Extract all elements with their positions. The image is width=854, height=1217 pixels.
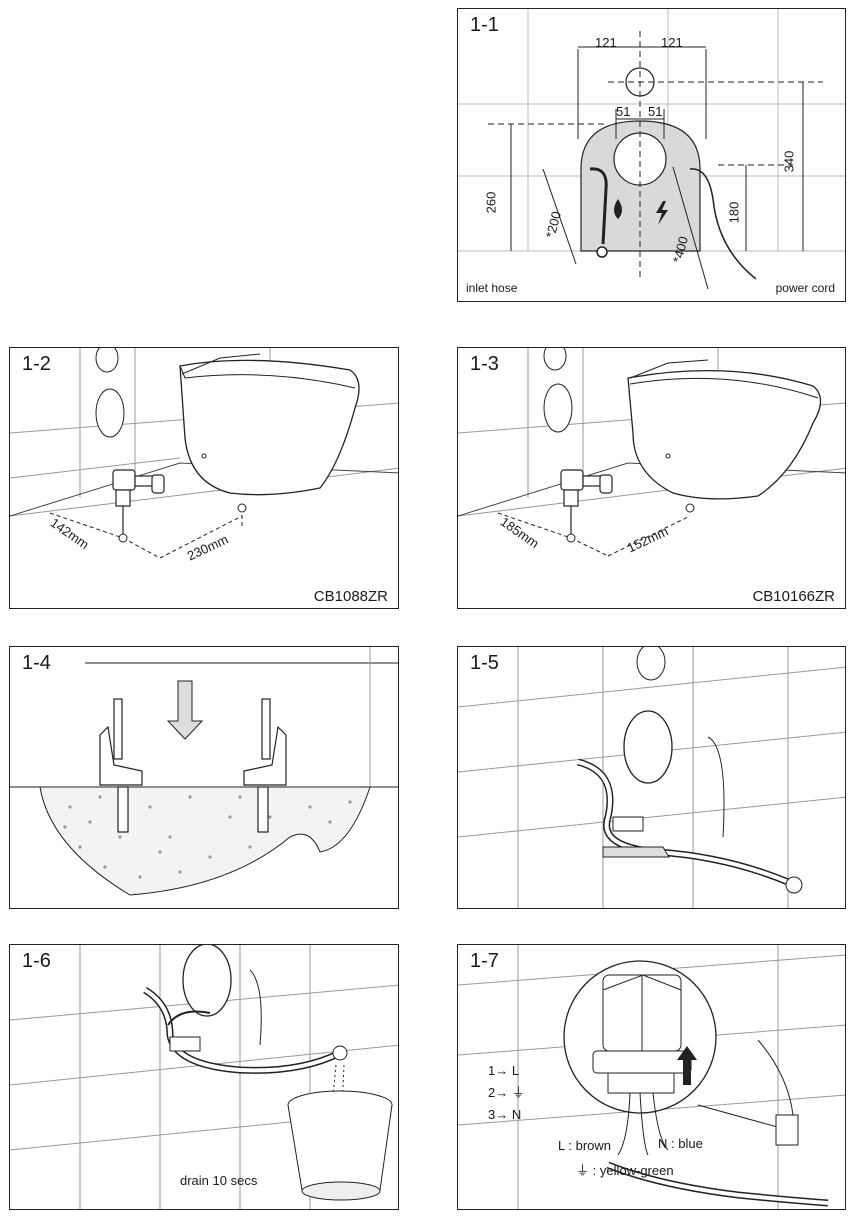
step-number: 1-5 [467,651,502,675]
l-brown-label: L : brown [558,1138,611,1153]
power-cord-label: power cord [775,281,835,295]
n-blue-label: N : blue [658,1136,703,1151]
dim-51-left: 51 [616,104,631,119]
step-number: 1-4 [19,651,54,675]
step-number: 1-6 [19,949,54,973]
power-bolt-icon [656,201,668,225]
wiring-connector-drawing [458,945,845,1209]
panel-1-3-drill: 1-3 185mm 152mm CB10166ZR [457,347,846,609]
up-arrow-icon [677,1046,697,1085]
bracket-anchor-drawing [10,647,398,896]
water-drop-icon [614,199,622,219]
drain-caption: drain 10 secs [180,1173,258,1188]
step-number: 1-1 [467,13,502,37]
panel-1-2-drill: 1-2 142mm 230mm CB1088ZR [9,347,399,609]
model-number: CB10166ZR [752,588,835,605]
dim-121-right: 121 [661,35,683,50]
panel-1-1-dimensions: 1-1 121 121 51 51 260 340 180 *200 *400 … [457,8,846,302]
drill-toilet-drawing [10,348,398,559]
curved-arrow-icon [167,1010,211,1026]
ground-label: ⏚ : yellow-green [576,1163,674,1178]
dim-260: 260 [483,191,499,214]
dim-340: 340 [781,150,797,173]
step-number: 1-2 [19,352,54,376]
hose-connection-drawing [458,647,845,908]
panel-1-7-wiring: 1-7 1→ L 2→ ⏚ 3→ N L : brown N : blue ⏚ … [457,944,846,1210]
dim-121-left: 121 [595,35,617,50]
model-number: CB1088ZR [313,588,388,605]
drain-hose-drawing [10,945,398,1209]
dim-180: 180 [726,201,742,224]
step-number: 1-7 [467,949,502,973]
inlet-hose-label: inlet hose [466,281,518,295]
direction-arrow-icon [602,846,670,858]
panel-1-5-inlet-hose: 1-5 [457,646,846,909]
step-number: 1-3 [467,352,502,376]
ground-icon: ⏚ [576,1163,590,1178]
down-arrow-icon [166,680,204,740]
drill-toilet-drawing [458,348,845,557]
wiring-row-3: 3→ N [488,1107,522,1122]
panel-1-4-brackets: 1-4 [9,646,399,909]
wiring-legend: 1→ L 2→ ⏚ 3→ N [488,1060,525,1126]
dim-51-right: 51 [648,104,663,119]
wiring-row-1: 1→ L [488,1063,520,1078]
panel-1-6-drain: 1-6 drain 10 secs [9,944,399,1210]
wiring-row-2: 2→ ⏚ [488,1085,525,1100]
wall-dimension-drawing [458,9,845,290]
